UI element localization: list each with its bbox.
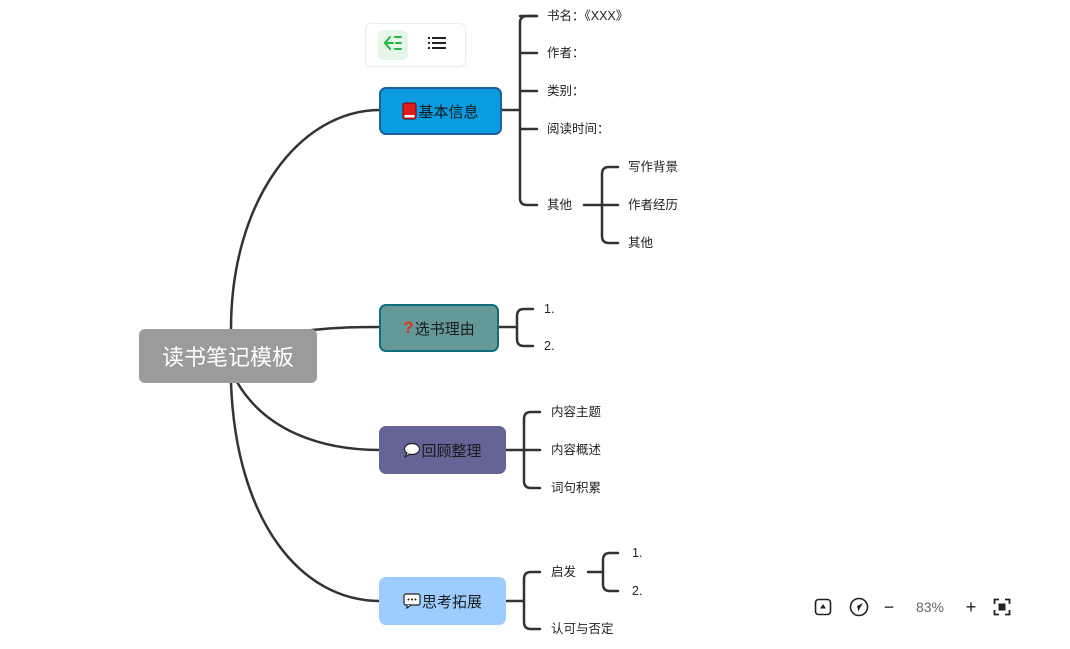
view-toggle — [365, 23, 466, 67]
connector-root-basic-info — [229, 108, 382, 331]
zoom-level: 83% — [915, 599, 945, 615]
leaf-book-title[interactable]: 书名：《XXX》 — [547, 9, 629, 23]
leaf-inspiration-2[interactable]: 2. — [632, 584, 643, 598]
outline-view-icon — [427, 35, 447, 56]
fit-screen-button[interactable] — [991, 594, 1013, 620]
connector-reason-children — [496, 307, 535, 348]
fit-screen-icon — [993, 598, 1011, 616]
leaf-other[interactable]: 其他 — [547, 198, 573, 212]
connector-thinking-children — [504, 570, 542, 631]
connector-root-thinking — [229, 381, 382, 603]
leaf-inspiration[interactable]: 启发 — [551, 565, 577, 579]
leaf-reason-1[interactable]: 1. — [544, 302, 555, 316]
leaf-writing-background[interactable]: 写作背景 — [628, 160, 679, 174]
root-label: 读书笔记模板 — [161, 345, 294, 370]
locate-center-button[interactable] — [848, 594, 870, 620]
zoom-in-button[interactable]: + — [962, 594, 980, 620]
branch-thinking[interactable]: 思考拓展 — [379, 577, 506, 625]
leaf-reason-2[interactable]: 2. — [544, 339, 555, 353]
leaf-content-summary[interactable]: 内容概述 — [551, 443, 602, 457]
minimap-icon — [814, 598, 832, 616]
leaf-content-theme[interactable]: 内容主题 — [551, 405, 602, 419]
leaf-reading-time[interactable]: 阅读时间： — [547, 122, 610, 136]
leaf-category[interactable]: 类别： — [547, 84, 585, 98]
branch-label: 回顾整理 — [421, 442, 482, 460]
leaf-agree-disagree[interactable]: 认可与否定 — [551, 622, 614, 636]
red-book-icon — [402, 102, 417, 120]
connector-root-reason — [310, 325, 382, 332]
connector-basic-info-children — [499, 14, 539, 207]
leaf-author-experience[interactable]: 作者经历 — [628, 198, 679, 212]
zoom-out-button[interactable]: − — [880, 594, 898, 620]
branch-review[interactable]: 回顾整理 — [379, 426, 506, 474]
root-node[interactable]: 读书笔记模板 — [139, 329, 317, 383]
leaf-inspiration-1[interactable]: 1. — [632, 546, 643, 560]
branch-label: 思考拓展 — [421, 593, 482, 611]
minus-icon: − — [883, 596, 895, 617]
locate-icon — [849, 597, 869, 617]
leaf-phrase-accumulation[interactable]: 词句积累 — [551, 481, 602, 495]
plus-icon: + — [965, 596, 977, 617]
minimap-toggle-button[interactable] — [813, 594, 833, 620]
branch-label: 选书理由 — [414, 320, 475, 338]
leaf-other-sub[interactable]: 其他 — [628, 236, 654, 250]
connector-review-children — [504, 410, 542, 490]
outline-view-button[interactable] — [422, 30, 452, 60]
leaf-author[interactable]: 作者： — [547, 46, 585, 60]
connector-other-children — [582, 165, 620, 245]
branch-reason[interactable]: ? 选书理由 — [379, 304, 499, 352]
chat-dots-icon — [403, 593, 421, 609]
question-mark-icon: ? — [403, 318, 414, 337]
speech-bubble-icon — [403, 442, 421, 458]
connector-root-review — [235, 380, 382, 452]
mindmap-view-icon — [383, 34, 403, 57]
branch-basic-info[interactable]: 基本信息 — [379, 87, 502, 135]
connector-inspire-children — [586, 551, 620, 593]
branch-label: 基本信息 — [418, 103, 479, 121]
mindmap-view-button[interactable] — [378, 30, 408, 60]
